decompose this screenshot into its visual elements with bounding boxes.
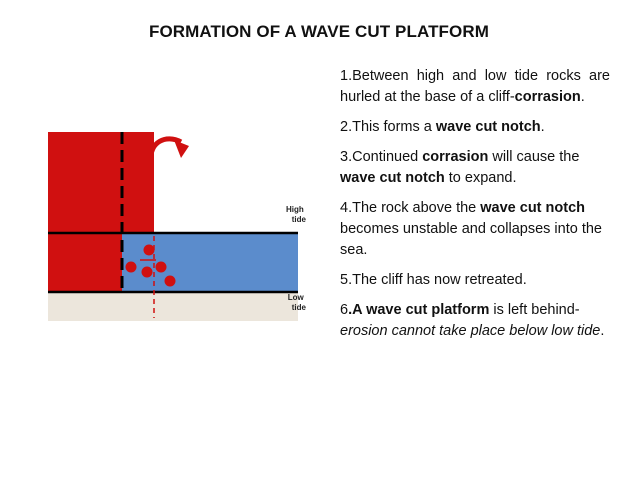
step-text: 4.The rock above the [340, 200, 480, 216]
step-item: 2.This forms a wave cut notch. [340, 117, 610, 138]
step-text: wave cut notch [480, 200, 585, 216]
step-text: corrasion [515, 89, 581, 105]
step-item: 4.The rock above the wave cut notch beco… [340, 198, 610, 261]
step-text: 5.The cliff has now retreated. [340, 272, 527, 288]
wave-cut-notch [122, 233, 154, 291]
step-text: wave cut notch [436, 119, 541, 135]
step-text: becomes unstable and collapses into the … [340, 221, 602, 258]
high-tide-label: High tide [286, 205, 307, 224]
step-text: 6 [340, 302, 348, 318]
platform-ground [48, 291, 298, 321]
slide-title: FORMATION OF A WAVE CUT PLATFORM [0, 22, 638, 42]
wave-cut-platform-diagram: High tide Low tide [48, 128, 308, 324]
rock [144, 245, 155, 256]
step-text: to expand. [445, 170, 517, 186]
step-item: 3.Continued corrasion will cause the wav… [340, 147, 610, 189]
step-text: corrasion [422, 149, 488, 165]
step-item: 5.The cliff has now retreated. [340, 270, 610, 291]
rock [165, 276, 176, 287]
step-text: . [600, 323, 604, 339]
rock [142, 267, 153, 278]
arrow-head [174, 140, 189, 158]
step-text: erosion cannot take place below low tide [340, 323, 600, 339]
step-text: . [541, 119, 545, 135]
step-item: 1.Between high and low tide rocks are hu… [340, 66, 610, 108]
step-text: will cause the [488, 149, 579, 165]
rock [156, 262, 167, 273]
step-text: . [581, 89, 585, 105]
step-item: 6.A wave cut platform is left behind-ero… [340, 300, 610, 342]
rock [126, 262, 137, 273]
step-text: is left behind- [489, 302, 579, 318]
step-text: 2.This forms a [340, 119, 436, 135]
step-text: 3.Continued [340, 149, 422, 165]
steps-list: 1.Between high and low tide rocks are hu… [340, 66, 610, 351]
step-text: wave cut notch [340, 170, 445, 186]
step-text: .A wave cut platform [348, 302, 489, 318]
